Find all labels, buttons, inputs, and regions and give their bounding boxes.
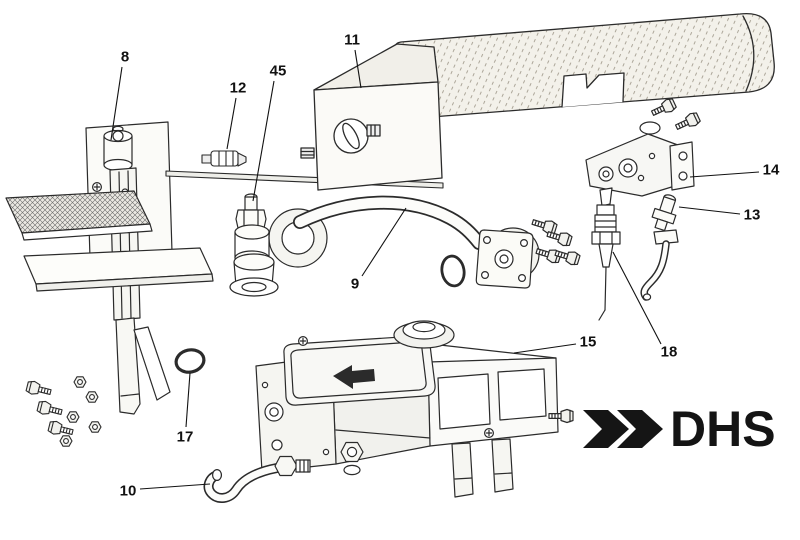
dhs-logo: DHS: [583, 404, 776, 454]
leader-line-11: [354, 49, 362, 89]
leader-line-45: [252, 80, 275, 202]
leader-line-9: [361, 207, 407, 277]
leader-line-17: [185, 372, 191, 428]
ignition-electrode-drawing: [591, 187, 621, 321]
pilot-burner-bracket-drawing: [585, 96, 702, 301]
fastener-hardware-drawing: [25, 376, 102, 447]
leader-line-18: [612, 251, 662, 345]
leader-line-15: [513, 343, 577, 354]
pilot-injector-drawing: [651, 194, 677, 232]
leader-line-14: [689, 171, 760, 178]
dhs-logo-text: DHS: [670, 401, 776, 457]
dhs-chevrons-icon: [583, 410, 663, 448]
mounting-bracket-drawing: [5, 121, 214, 415]
leader-lines: [110, 49, 760, 490]
leader-line-8: [110, 66, 123, 141]
supply-pipe-drawing: [293, 195, 582, 289]
gas-valve-drawing: [229, 193, 328, 297]
leader-line-10: [139, 483, 211, 490]
inlet-pipe-drawing: [203, 455, 311, 503]
leader-line-12: [226, 97, 237, 150]
o-ring-drawing: [174, 348, 206, 374]
leader-line-13: [678, 206, 741, 215]
gas-control-valve-drawing: [255, 320, 574, 498]
burner-housing-drawing: [300, 12, 775, 191]
